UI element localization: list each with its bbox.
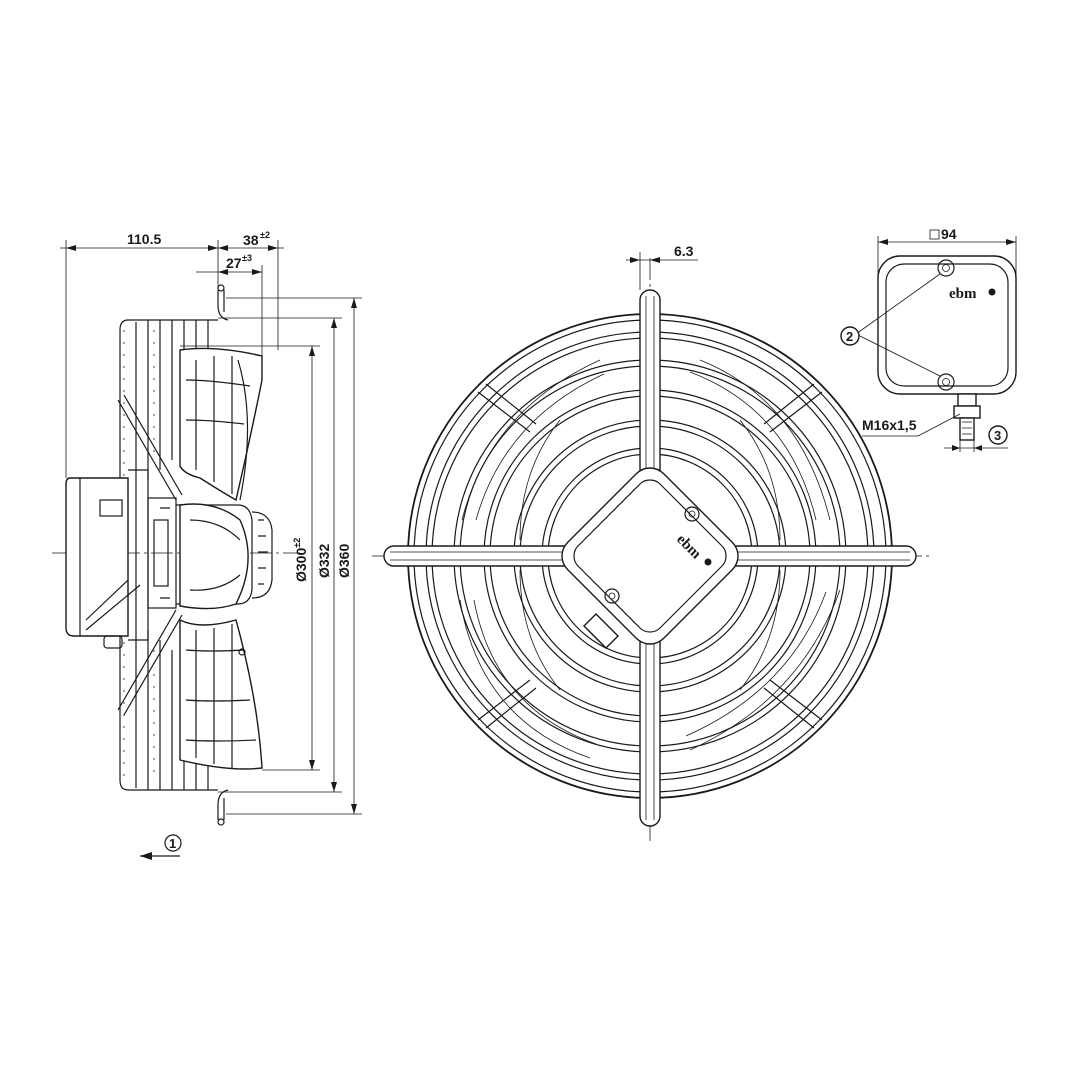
gland-callout-number: 3	[994, 428, 1001, 443]
front-terminal-box: ebm	[561, 467, 739, 649]
motor-depth-label: 110.5	[127, 231, 161, 247]
gland-thread-label: M16x1,5	[862, 417, 917, 433]
screws-callout: 2	[840, 273, 941, 377]
impeller-dia-tol: ±2	[292, 538, 302, 548]
front-view: ebm 6.3	[372, 243, 930, 842]
dim-guard-depth: 38 ±2	[218, 230, 279, 350]
square-symbol-icon	[929, 229, 940, 240]
side-view: 110.5 38 ±2 27 ±3 Ø300±2	[52, 230, 362, 860]
logo-dot-icon	[704, 558, 712, 566]
blade-depth-label: 27	[226, 255, 242, 271]
guard-dia-label: Ø360	[336, 544, 352, 578]
blade-dia-label: Ø332	[316, 544, 332, 578]
blade-depth-tol: ±3	[242, 253, 252, 263]
bar-offset-label: 6.3	[674, 243, 694, 259]
dim-impeller-dia: Ø300±2	[180, 345, 320, 771]
gland-callout: 3	[944, 425, 1008, 452]
box-inner	[885, 263, 1009, 387]
front-blades	[459, 359, 841, 759]
gland-nut	[957, 393, 977, 407]
svg-text:Ø300±2: Ø300±2	[292, 538, 309, 582]
box-outer	[877, 255, 1017, 395]
side-blades	[179, 347, 263, 770]
airflow-callout-number: 1	[169, 836, 176, 851]
screws-callout-number: 2	[846, 329, 853, 344]
airflow-callout: 1	[140, 834, 182, 860]
screw-top-icon	[937, 259, 955, 277]
box-logo: ebm	[949, 286, 977, 302]
side-motor-hub	[147, 497, 273, 609]
screw-bottom-icon	[937, 373, 955, 391]
side-mounting-feet	[217, 284, 229, 826]
terminal-box-detail: 94 ebm 2 M16x1,5	[840, 226, 1017, 452]
guard-depth-tol: ±2	[260, 230, 270, 240]
dim-blade-depth: 27 ±3	[196, 253, 263, 356]
box-size-label: 94	[941, 226, 957, 242]
box-logo-dot-icon	[988, 288, 996, 296]
side-struts	[117, 394, 183, 716]
impeller-dia-label: Ø300	[293, 548, 309, 582]
guard-depth-label: 38	[243, 232, 259, 248]
dim-bar-offset: 6.3	[626, 243, 698, 290]
dim-blade-dia: Ø332	[218, 317, 342, 793]
gland-thread-callout: M16x1,5	[862, 413, 961, 437]
dim-guard-dia: Ø360	[226, 297, 362, 815]
dim-motor-depth: 110.5	[60, 231, 284, 478]
